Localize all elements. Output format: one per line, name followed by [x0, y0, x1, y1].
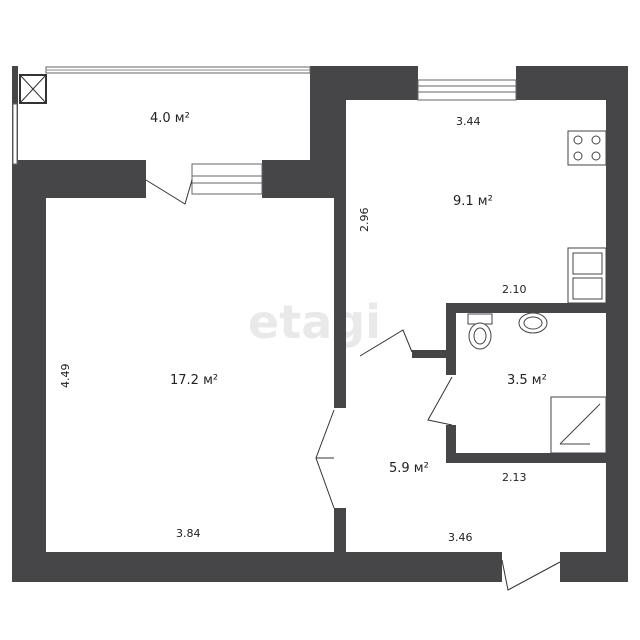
wall-bath-bottom — [446, 453, 612, 463]
wall-balcony-bottom-right — [262, 160, 346, 198]
ventilation-shaft — [19, 74, 47, 104]
entrance-door — [501, 559, 561, 591]
stove — [567, 130, 607, 166]
room-bathroom-area: 3.5 м² — [507, 373, 547, 388]
wall-bath-top — [446, 303, 612, 313]
room-hallway-area: 5.9 м² — [389, 461, 429, 476]
kitchen-door — [359, 329, 413, 357]
toilet — [467, 313, 493, 350]
room-kitchen-area: 9.1 м² — [453, 194, 493, 209]
wall-exterior-right — [606, 66, 628, 566]
dim-kitchen-depth: 2.96 — [358, 208, 371, 233]
wall-kitchen-hall-stub — [412, 350, 452, 358]
dim-hall-width: 3.46 — [448, 531, 473, 544]
living-door — [315, 409, 335, 509]
wall-living-hall-lower — [334, 508, 346, 558]
windows — [12, 66, 517, 195]
wall-bath-left-lower — [446, 425, 456, 463]
dim-living-width: 3.84 — [176, 527, 201, 540]
wall-kitchen-top-left — [310, 66, 418, 100]
wall-exterior-left — [12, 160, 46, 565]
wall-exterior-bottom-right — [560, 552, 628, 582]
bathroom-sink — [518, 312, 548, 334]
walls — [12, 66, 628, 582]
wall-exterior-bottom-left — [12, 552, 502, 582]
wall-balcony-bottom-left — [12, 160, 146, 198]
kitchen-window — [417, 79, 517, 101]
wall-living-kitchen — [334, 195, 346, 358]
room-balcony-area: 4.0 м² — [150, 111, 190, 126]
kitchen-sink — [567, 247, 607, 304]
room-living-area: 17.2 м² — [170, 373, 218, 388]
watermark-text: etagi — [248, 295, 381, 349]
dim-kitchen-inner: 2.10 — [502, 283, 527, 296]
dim-kitchen-width: 3.44 — [456, 115, 481, 128]
shower — [550, 396, 607, 454]
dim-bath-width: 2.13 — [502, 471, 527, 484]
balcony-window-left — [12, 103, 18, 165]
wall-bath-left-upper — [446, 303, 456, 375]
doors — [145, 179, 561, 591]
bathroom-door — [427, 376, 453, 426]
living-balcony-window — [191, 163, 263, 195]
balcony-door — [145, 179, 193, 205]
dim-living-depth: 4.49 — [59, 364, 72, 389]
wall-living-hall-upper — [334, 358, 346, 408]
